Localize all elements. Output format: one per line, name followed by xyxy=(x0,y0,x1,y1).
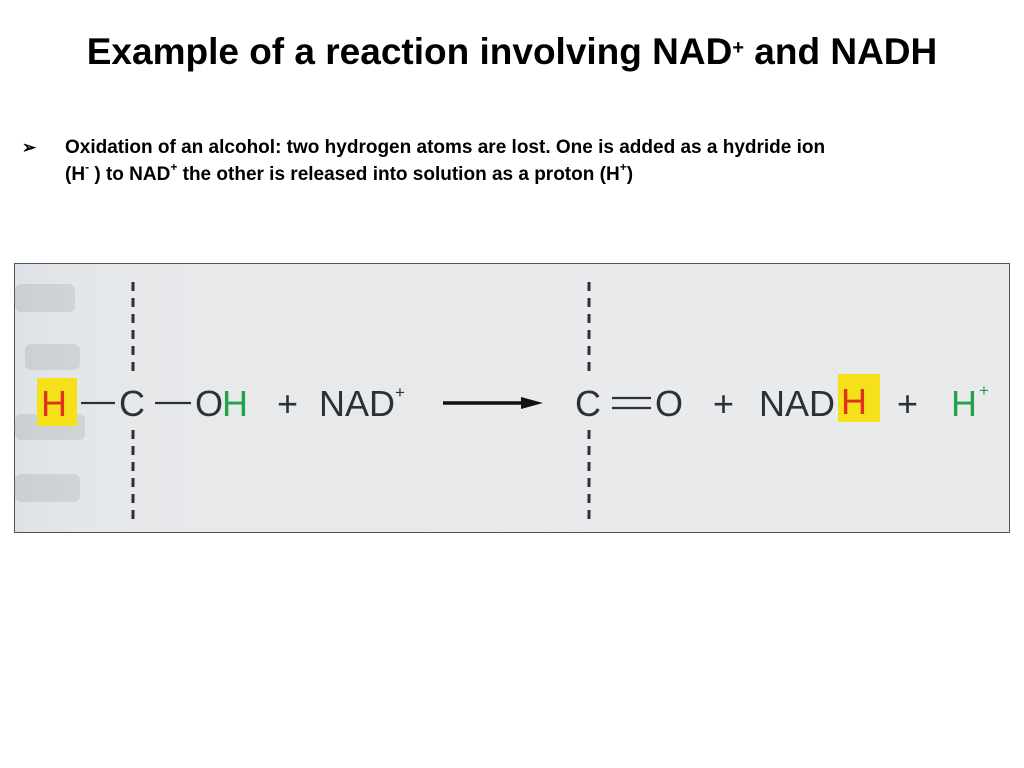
bullet-item: ➢ Oxidation of an alcohol: two hydrogen … xyxy=(20,134,1000,188)
title-tail: and NADH xyxy=(744,31,938,72)
reactant-c: C xyxy=(119,383,145,424)
plus-sign-1: + xyxy=(277,383,298,424)
bullet-text-c: the other is released into solution as a… xyxy=(177,164,620,185)
reaction-figure: H C O H + NAD + C O + NAD H + H + xyxy=(14,263,1010,533)
reactant-h-highlight xyxy=(37,378,77,426)
title-superscript: + xyxy=(732,37,745,59)
proton-charge: + xyxy=(619,159,627,174)
plus-sign-2: + xyxy=(713,383,734,424)
title-main: Example of a reaction involving NAD xyxy=(86,31,733,72)
product-c: C xyxy=(575,383,601,424)
bullet-line-1: Oxidation of an alcohol: two hydrogen at… xyxy=(65,137,826,158)
bullet-text-a: (H xyxy=(65,164,86,185)
reactant-h: H xyxy=(41,383,67,424)
reactant-oh-h: H xyxy=(222,383,248,424)
nadh-nad-part: NAD xyxy=(759,383,835,424)
product-o: O xyxy=(655,383,683,424)
reactant-o: O xyxy=(195,383,223,424)
arrow-bullet-icon: ➢ xyxy=(22,138,37,157)
nad-label: NAD xyxy=(319,383,395,424)
nad-charge-sup: + xyxy=(395,383,405,402)
proton-charge-sup: + xyxy=(979,381,989,400)
bullet-list: ➢ Oxidation of an alcohol: two hydrogen … xyxy=(20,134,1000,188)
bullet-text-d: ) xyxy=(626,164,634,185)
nadh-h: H xyxy=(841,381,867,422)
reaction-arrow-icon xyxy=(521,397,543,409)
proton-h: H xyxy=(951,383,977,424)
reaction-diagram: H C O H + NAD + C O + NAD H + H + xyxy=(15,282,989,520)
plus-sign-3: + xyxy=(897,383,918,424)
slide-title: Example of a reaction involving NAD+ and… xyxy=(0,28,1024,76)
hydride-charge: - xyxy=(85,159,90,174)
nad-charge: + xyxy=(170,159,178,174)
bullet-text-b: ) to NAD xyxy=(89,164,171,185)
nadh-h-highlight xyxy=(838,374,880,422)
